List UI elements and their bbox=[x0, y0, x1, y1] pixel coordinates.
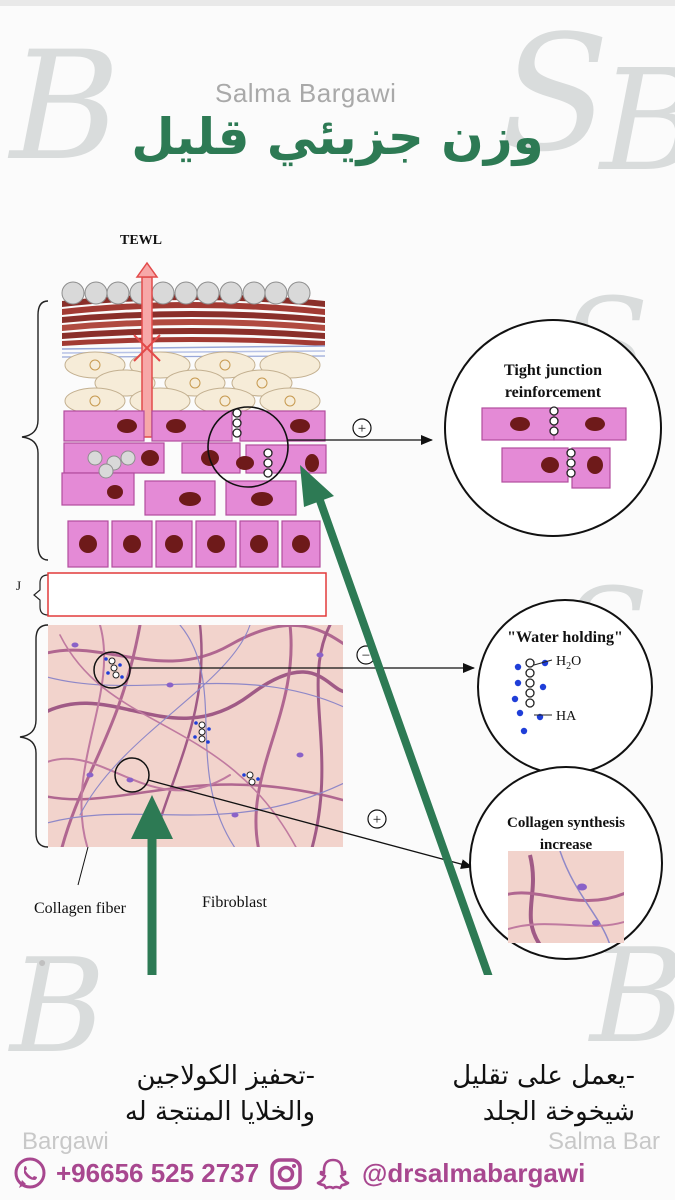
svg-text:+: + bbox=[358, 421, 366, 437]
callout-collagen-line1: Collagen synthesis bbox=[507, 815, 625, 831]
caption-collagen-stimulation: -تحفيز الكولاجين والخلايا المنتجة له bbox=[125, 1058, 315, 1130]
callout-tight-junction: Tight junction reinforcement bbox=[444, 319, 662, 537]
granular-layer bbox=[64, 351, 321, 415]
collagen-fiber-label: Collagen fiber bbox=[34, 900, 127, 917]
dermis-brace bbox=[19, 624, 49, 848]
footer-watermark-left: Bargawi bbox=[22, 1128, 109, 1155]
junction-box bbox=[47, 572, 327, 617]
caption-left-line1: -تحفيز الكولاجين bbox=[136, 1061, 315, 1091]
h2o-label: H2O bbox=[556, 654, 581, 672]
snapchat-icon[interactable] bbox=[314, 1156, 352, 1192]
callout-collagen-synthesis: Collagen synthesis increase bbox=[469, 766, 663, 960]
epidermis-brace bbox=[21, 300, 49, 561]
junction-brace bbox=[33, 574, 49, 616]
fibroblast-label: Fibroblast bbox=[202, 894, 267, 911]
plus-sign-top: + bbox=[352, 418, 372, 438]
ha-label: HA bbox=[556, 709, 577, 724]
caption-anti-aging: -يعمل على تقليل شيخوخة الجلد bbox=[452, 1058, 635, 1130]
footer-watermark-right: Salma Bar bbox=[548, 1128, 661, 1155]
contact-footer: +96656 525 2737 @drsalmabargawi bbox=[0, 1148, 675, 1200]
fibroblast-marker bbox=[114, 757, 150, 793]
plus-sign-bottom: + bbox=[367, 809, 387, 829]
instagram-icon[interactable] bbox=[268, 1156, 304, 1192]
green-arrow-right bbox=[300, 465, 493, 975]
j-label: J bbox=[16, 578, 21, 593]
watermark-letter: B bbox=[10, 20, 121, 194]
caption-left-line2: والخلايا المنتجة له bbox=[124, 1097, 315, 1127]
water-holding-marker bbox=[93, 651, 131, 689]
lipid-spheres bbox=[61, 281, 311, 305]
skin-diagram: TEWL J bbox=[16, 233, 663, 975]
tewl-label: TEWL bbox=[120, 233, 162, 248]
callout-tight-line1: Tight junction bbox=[504, 362, 602, 379]
green-arrow-left bbox=[131, 795, 173, 975]
stratum-corneum bbox=[61, 294, 326, 358]
cropped-legend-text: ● bbox=[38, 956, 46, 971]
dermis bbox=[48, 625, 343, 847]
caption-right-line1: -يعمل على تقليل bbox=[452, 1061, 635, 1091]
whatsapp-icon[interactable] bbox=[12, 1156, 48, 1192]
page-title: وزن جزيئي قليل bbox=[131, 108, 544, 166]
tight-junction-marker bbox=[207, 406, 289, 488]
phone-number[interactable]: +96656 525 2737 bbox=[56, 1158, 260, 1188]
brand-watermark: Salma Bargawi bbox=[215, 78, 397, 108]
pointer-collagen bbox=[147, 779, 473, 869]
callout-collagen-line2: increase bbox=[540, 837, 593, 853]
social-handle[interactable]: @drsalmabargawi bbox=[362, 1158, 586, 1188]
callout-water-title: "Water holding" bbox=[507, 629, 623, 646]
caption-right-line2: شيخوخة الجلد bbox=[482, 1097, 635, 1127]
tewl-arrow bbox=[133, 261, 161, 438]
callout-tight-line2: reinforcement bbox=[505, 384, 602, 401]
tight-junction-chain bbox=[232, 408, 273, 478]
svg-text:−: − bbox=[362, 648, 370, 664]
cell-nuclei bbox=[79, 419, 319, 553]
svg-text:+: + bbox=[373, 812, 381, 828]
top-band bbox=[0, 0, 675, 6]
callout-water-holding: "Water holding" H2O HA bbox=[477, 599, 653, 775]
